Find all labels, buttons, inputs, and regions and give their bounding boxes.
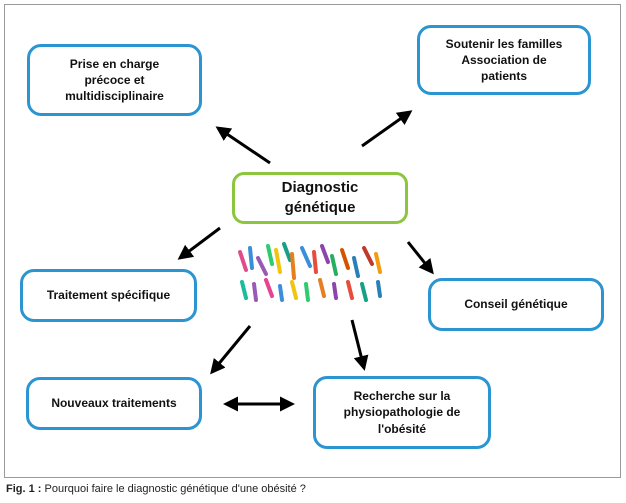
node-traitement-specifique-label: Traitement spécifique [46,288,171,303]
node-prise-en-charge: Prise en charge précoce et multidiscipli… [27,44,202,116]
arrow-to-soutenir [361,110,413,148]
arrow-to-recherche [350,319,369,371]
node-recherche: Recherche sur la physiopathologie de l'o… [313,376,491,449]
arrow-to-traitement-specifique [177,226,221,260]
node-soutenir-familles: Soutenir les familles Association de pat… [417,25,591,95]
node-soutenir-label: Soutenir les familles Association de pat… [445,36,563,84]
node-recherche-label: Recherche sur la physiopathologie de l'o… [343,389,461,436]
karyotype-chromosomes-image [238,242,382,302]
center-label: Diagnostic génétique [281,178,359,216]
node-nouveaux-traitements: Nouveaux traitements [26,377,202,430]
arrow-to-conseil-genetique [406,241,434,275]
node-nouveaux-traitements-label: Nouveaux traitements [51,396,177,411]
figure-frame [4,4,621,478]
arrow-to-prise-en-charge [215,126,271,165]
caption-label: Fig. 1 : [6,483,42,495]
caption-text: Pourquoi faire le diagnostic génétique d… [41,483,306,495]
node-diagnostic-genetique: Diagnostic génétique [232,172,408,224]
figure-caption: Fig. 1 : Pourquoi faire le diagnostic gé… [6,483,306,495]
node-traitement-specifique: Traitement spécifique [20,269,197,322]
node-prise-en-charge-label: Prise en charge précoce et multidiscipli… [65,56,164,104]
arrow-to-nouveaux-traitements [210,325,252,375]
node-conseil-genetique: Conseil génétique [428,278,604,331]
node-conseil-genetique-label: Conseil génétique [464,297,568,312]
